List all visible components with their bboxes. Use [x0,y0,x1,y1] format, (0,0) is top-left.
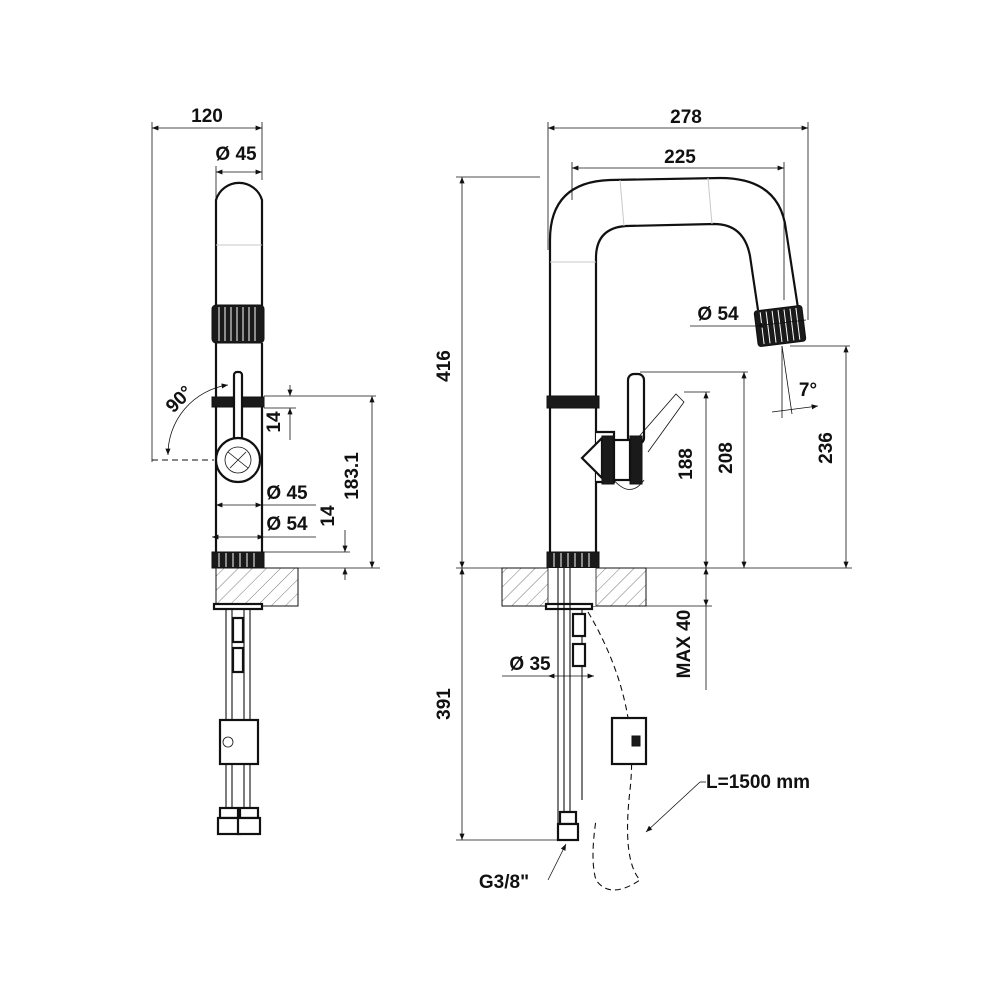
dim-dia-35: Ø 35 [509,654,551,675]
side-view: 120 Ø 45 90° 14 183.1 Ø 45 Ø 54 14 [151,106,380,836]
label-hose-length: L=1500 mm [706,772,810,793]
dim-236: 236 [816,432,837,464]
dim-max-40: MAX 40 [674,610,695,679]
knurled-ring-top [211,304,265,344]
countertop-section [215,567,299,607]
dim-90-degrees: 90° [162,382,197,417]
dim-208: 208 [716,442,737,474]
supply-hoses-front [556,568,587,842]
dim-dia-54-base: Ø 54 [266,514,308,535]
dim-416: 416 [434,350,455,382]
dim-391: 391 [434,688,455,720]
dim-278: 278 [670,107,702,128]
front-view: 278 225 416 Ø 54 7° 236 208 188 [434,107,852,893]
dim-14-lever: 14 [264,411,285,433]
dim-183-1: 183.1 [342,452,363,500]
supply-hoses-side [216,609,262,836]
dim-dia-54-aerator: Ø 54 [697,304,739,325]
dim-225: 225 [664,147,696,168]
aerator [753,305,807,347]
dim-120: 120 [191,106,223,127]
dim-188: 188 [676,448,697,480]
knurled-ring-base [211,551,265,569]
dim-dia-45-spout: Ø 45 [215,144,257,165]
dim-dia-45-body: Ø 45 [266,483,308,504]
dim-7-degrees: 7° [799,380,817,401]
dim-14-base: 14 [318,505,339,527]
label-connection-thread: G3/8" [479,872,529,893]
